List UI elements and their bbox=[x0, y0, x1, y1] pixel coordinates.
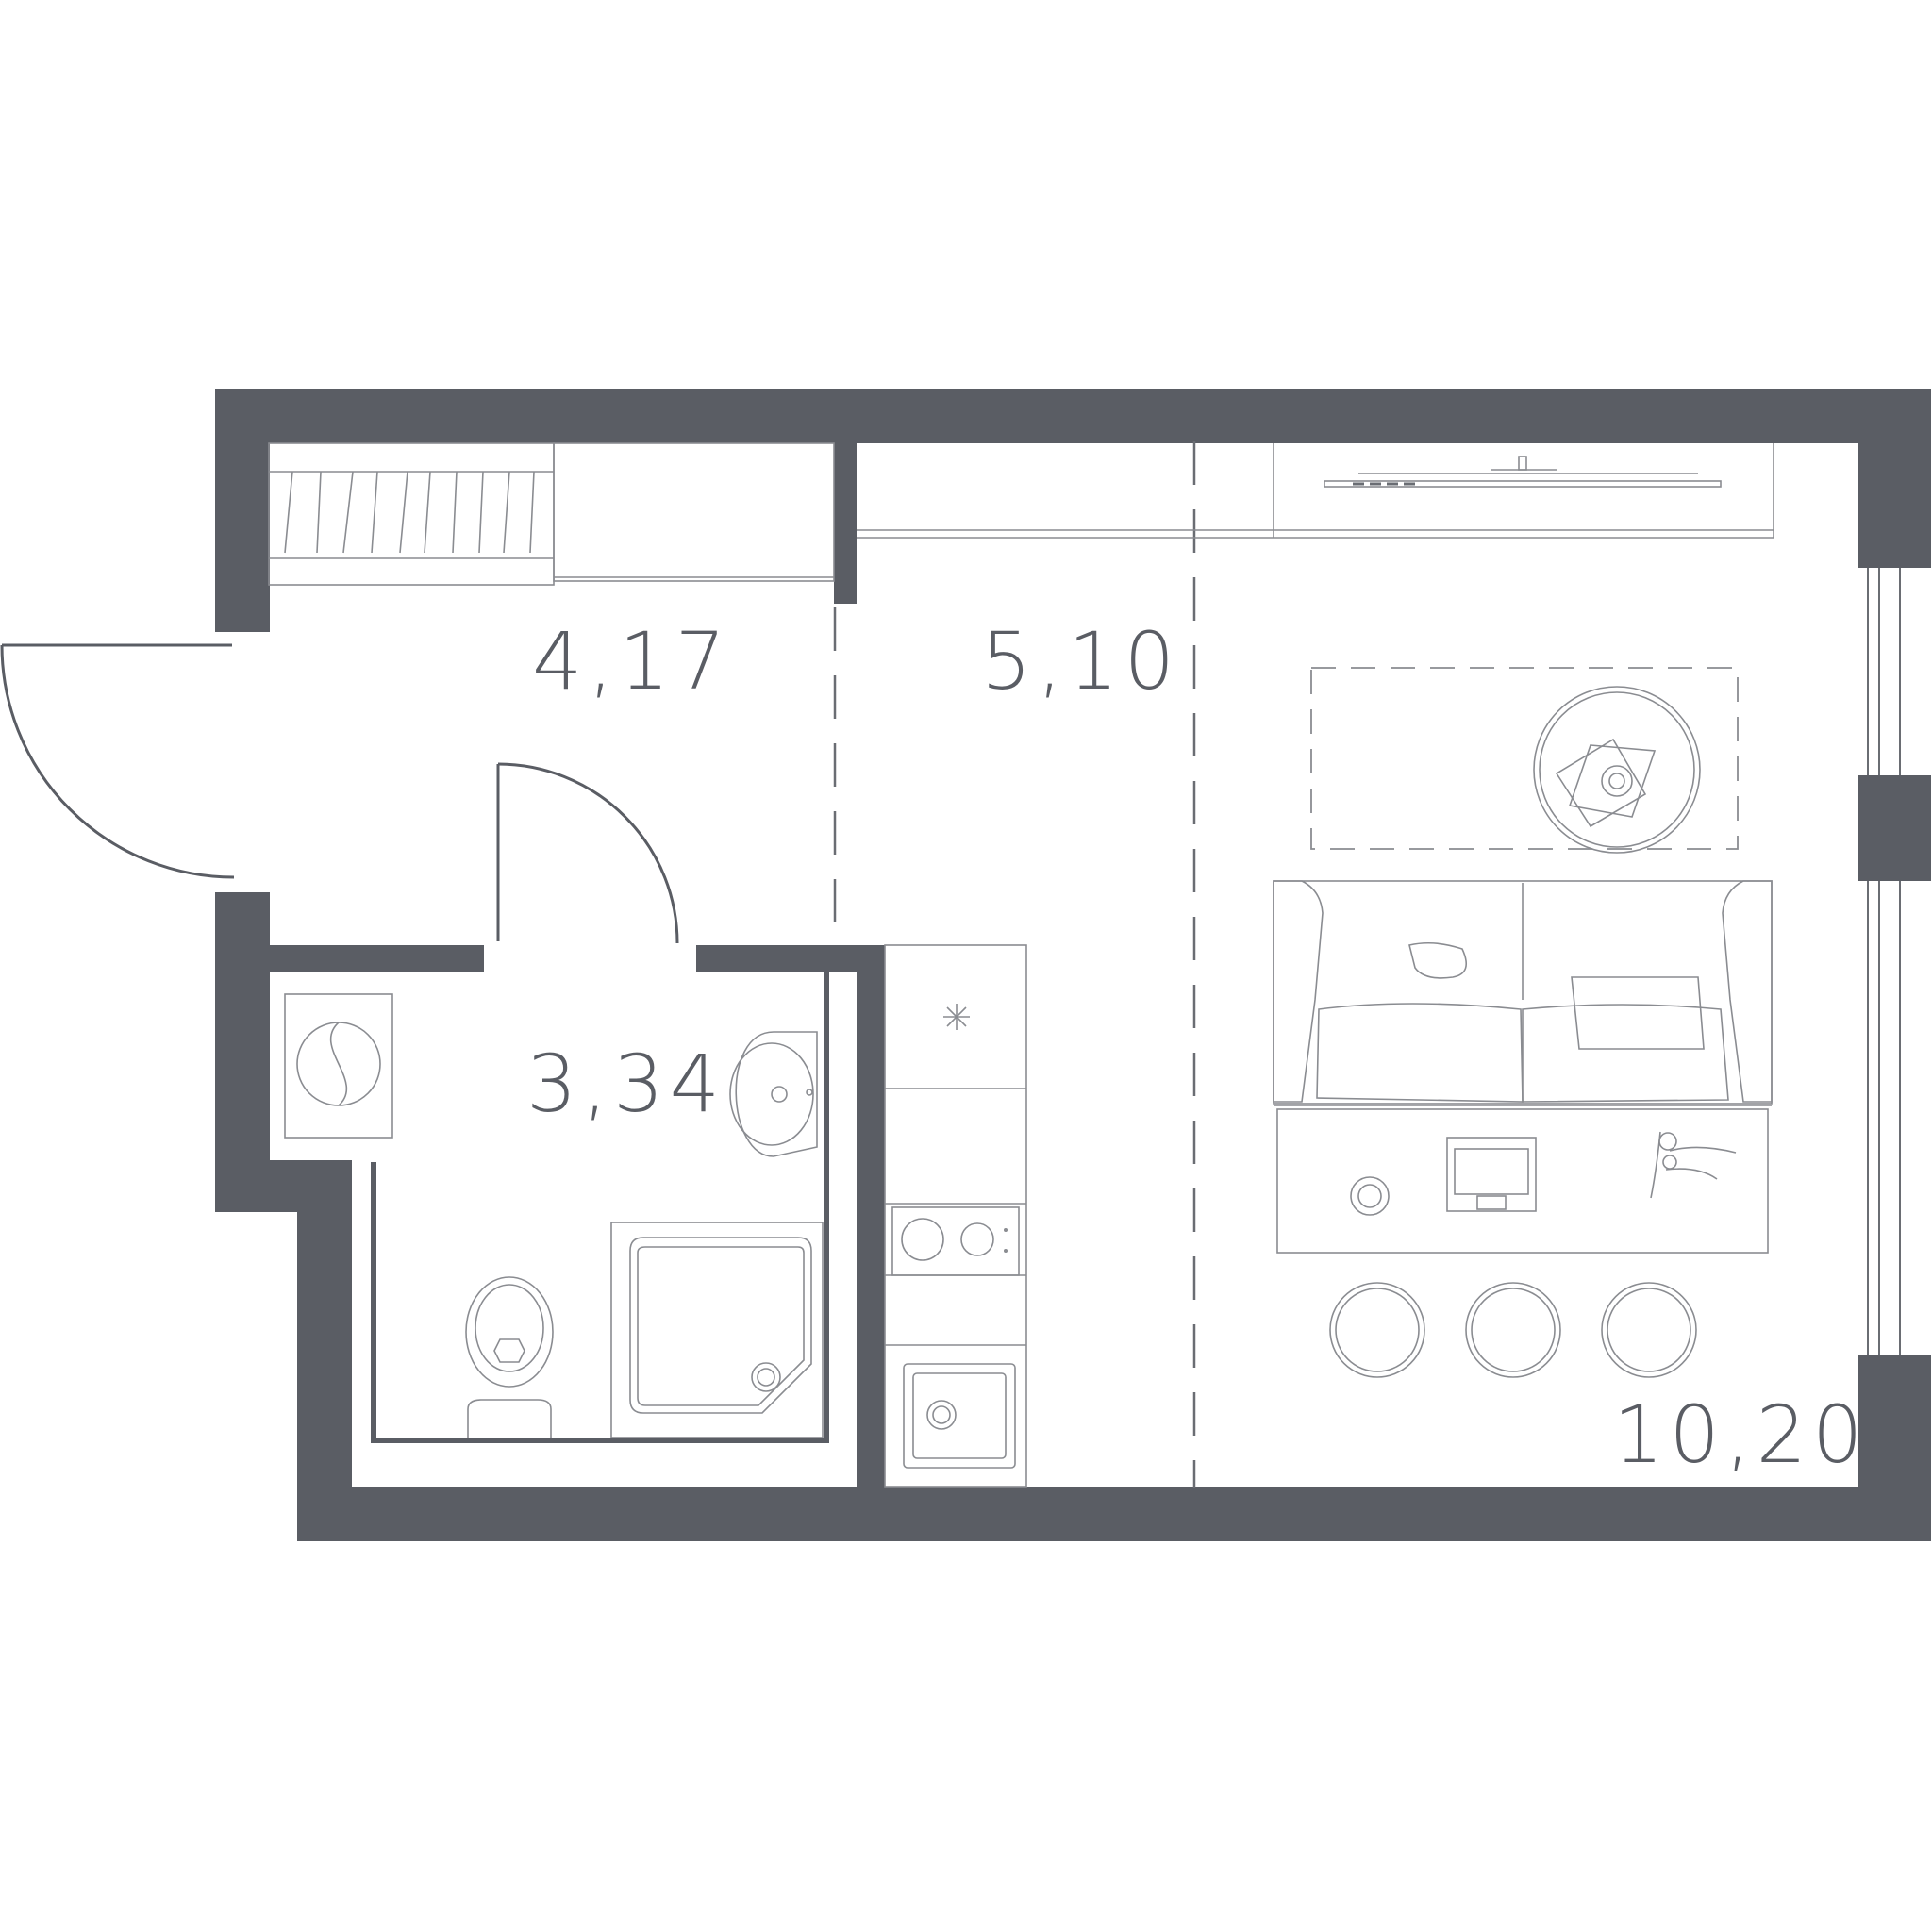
kitchen-sink-icon bbox=[903, 1363, 1016, 1469]
area-label-hall: 4,17 bbox=[532, 615, 731, 707]
wall-bath-top-right bbox=[696, 945, 885, 972]
coffee-table-icon bbox=[1533, 686, 1701, 854]
sofa-icon bbox=[1273, 880, 1773, 1106]
wall-right-mid bbox=[1858, 775, 1931, 881]
stool-icon bbox=[1601, 1282, 1697, 1378]
wall-left-mid bbox=[215, 892, 270, 1162]
window-right bbox=[1867, 568, 1901, 1355]
bathroom-sink-icon bbox=[729, 1031, 818, 1157]
area-label-kitchen: 5,10 bbox=[981, 615, 1180, 707]
stool-icon bbox=[1465, 1282, 1561, 1378]
bathroom-door bbox=[496, 762, 679, 944]
wall-left-lower bbox=[297, 1160, 352, 1539]
cooktop-icon bbox=[891, 1206, 1020, 1276]
plant-icon bbox=[1650, 1131, 1737, 1199]
desk-icon bbox=[1276, 1108, 1769, 1254]
cup-icon bbox=[1350, 1176, 1390, 1216]
shower-tray-icon bbox=[610, 1222, 824, 1438]
wardrobe bbox=[268, 442, 835, 586]
laptop-icon bbox=[1446, 1137, 1537, 1212]
toilet-icon bbox=[465, 1276, 554, 1438]
wall-hall-kitchen-stub bbox=[834, 441, 857, 604]
outer-walls bbox=[215, 389, 1931, 1541]
wall-bath-inner-left bbox=[371, 1162, 376, 1443]
kitchen-shelf-top bbox=[857, 443, 1774, 539]
wall-left-foot bbox=[215, 1160, 300, 1212]
tv-icon bbox=[1324, 456, 1722, 488]
rug-outline bbox=[1310, 667, 1739, 850]
wall-bottom bbox=[297, 1487, 1931, 1541]
snowflake-icon bbox=[943, 1004, 970, 1030]
stool-icon bbox=[1329, 1282, 1425, 1378]
wall-right-top bbox=[1858, 389, 1931, 568]
area-label-living: 10,20 bbox=[1613, 1388, 1868, 1481]
wall-right-bottom bbox=[1858, 1355, 1931, 1541]
wall-bath-top-left bbox=[269, 945, 484, 972]
wall-bath-right bbox=[857, 945, 885, 1488]
interior-walls bbox=[269, 441, 885, 1488]
wall-bath-inner-right bbox=[824, 972, 829, 1443]
washing-machine-icon bbox=[284, 993, 393, 1139]
wall-top bbox=[269, 389, 1931, 443]
entrance-door bbox=[0, 643, 235, 879]
area-label-bathroom: 3,34 bbox=[526, 1038, 725, 1130]
stools bbox=[1329, 1282, 1697, 1378]
wall-bath-inner-bottom bbox=[371, 1438, 829, 1443]
wall-top-left-stub bbox=[215, 389, 270, 632]
